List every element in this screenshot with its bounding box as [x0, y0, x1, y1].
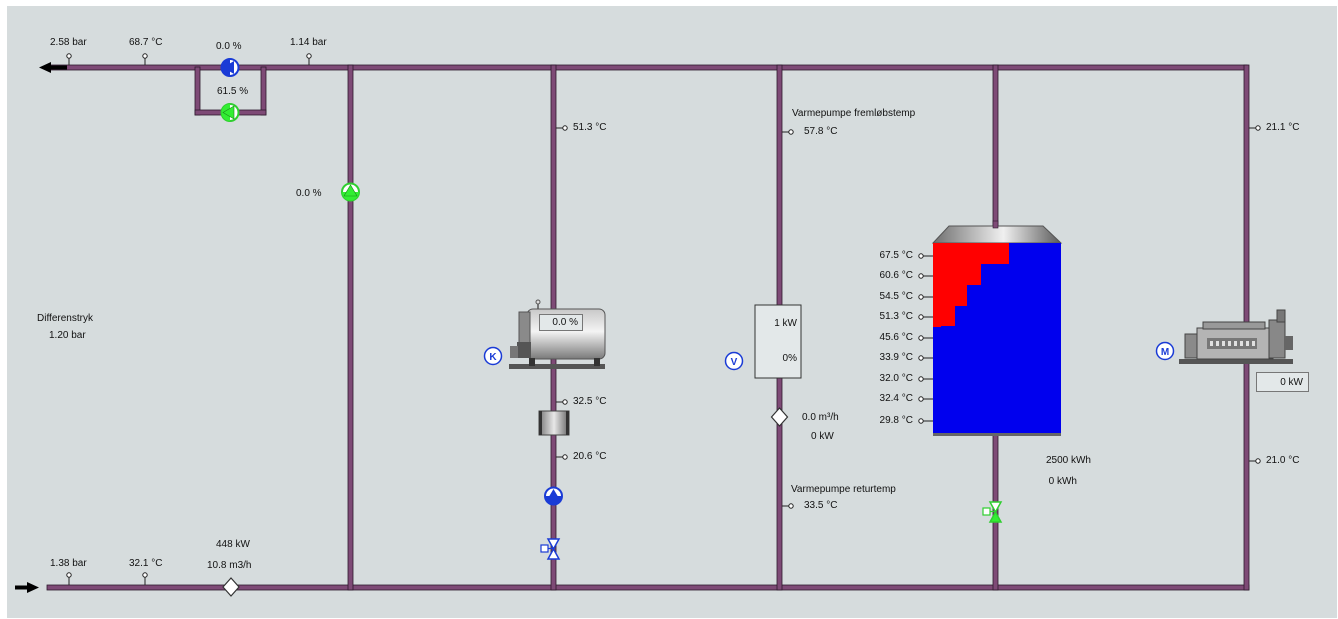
heat-pump-power: 1 kW: [774, 318, 797, 329]
tank-temp-5: 45.6 °C: [879, 332, 913, 343]
tank-sensors: [918, 253, 933, 424]
temperature-sensor-icon: [782, 129, 794, 135]
supply-pressure: 2.58 bar: [50, 37, 87, 48]
heat-pump-box[interactable]: [754, 304, 802, 379]
return-pressure: 1.38 bar: [50, 558, 87, 569]
engine-power-display: 0 kW: [1256, 372, 1309, 392]
branch-pump-icon[interactable]: [341, 182, 360, 202]
boiler-valve-icon[interactable]: [540, 538, 561, 560]
return-flow: 10.8 m3/h: [207, 560, 252, 571]
boiler-pump-icon[interactable]: [544, 486, 563, 506]
engine-icon[interactable]: [1179, 309, 1293, 364]
bypass-loop-right: [260, 66, 267, 116]
heat-pump-supply-temp: 57.8 °C: [804, 126, 838, 137]
pipe-network: K V M: [15, 53, 1293, 597]
hot-layer: [933, 243, 1009, 327]
heat-pump-supply-label: Varmepumpe fremløbstemp: [792, 108, 916, 119]
heat-pump-return-label: Varmepumpe returtemp: [791, 484, 896, 495]
svg-text:K: K: [489, 352, 497, 363]
bypass-loop-pump-speed: 61.5 %: [217, 86, 249, 97]
pressure-sensor-icon: [66, 572, 72, 585]
tank-temp-7: 32.0 °C: [879, 373, 913, 384]
bypass-branch-pipe: [347, 64, 354, 591]
tank-temp-8: 32.4 °C: [879, 393, 913, 404]
heat-pump-flow: 0.0 m³/h: [802, 412, 839, 423]
supply-temperature: 68.7 °C: [129, 37, 163, 48]
return-power: 448 kW: [216, 539, 250, 550]
expansion-vessel-icon: [538, 410, 570, 436]
heat-pump-return-temp: 33.5 °C: [804, 500, 838, 511]
temperature-sensor-icon: [556, 125, 568, 131]
supply-pressure-after-pump: 1.14 bar: [290, 37, 327, 48]
tank-temp-1: 67.5 °C: [879, 250, 913, 261]
tank-supply-pipe: [992, 64, 999, 243]
tank-temp-3: 54.5 °C: [879, 291, 913, 302]
arrow-right-icon: [15, 582, 39, 593]
flow-meter-icon: [770, 407, 789, 427]
flow-meter-icon: [222, 577, 240, 597]
boiler-outlet-temp: 32.5 °C: [573, 396, 607, 407]
return-temperature: 32.1 °C: [129, 558, 163, 569]
main-pump-icon[interactable]: [220, 58, 240, 77]
main-pump-speed: 0.0 %: [216, 41, 242, 52]
svg-text:V: V: [731, 357, 738, 368]
bypass-loop-left: [194, 66, 201, 116]
arrow-left-icon: [39, 62, 67, 73]
boiler-supply-temp: 51.3 °C: [573, 122, 607, 133]
heat-pump-badge: V: [724, 351, 744, 371]
boiler-return-temp: 20.6 °C: [573, 451, 607, 462]
tank-temp-6: 33.9 °C: [879, 352, 913, 363]
temperature-sensor-icon: [782, 503, 794, 509]
heat-pump-load: 0%: [782, 353, 797, 364]
tank-temp-9: 29.8 °C: [879, 415, 913, 426]
pressure-sensor-icon: [306, 53, 312, 65]
heat-pump-flow-power: 0 kW: [811, 431, 834, 442]
temperature-sensor-icon: [1249, 458, 1261, 464]
process-diagram: K V M 2.58 bar 68.7 °C 0.0 % 1.14 bar 61…: [7, 6, 1337, 618]
temperature-sensor-icon: [142, 572, 148, 585]
engine-supply-temp: 21.1 °C: [1266, 122, 1300, 133]
engine-badge: M: [1155, 341, 1175, 361]
pressure-sensor-icon: [66, 53, 72, 65]
boiler-icon[interactable]: [509, 299, 606, 369]
tank-stored-energy: 0 kWh: [1048, 476, 1077, 487]
tank-temp-2: 60.6 °C: [879, 270, 913, 281]
svg-text:M: M: [1161, 347, 1169, 358]
differential-label: Differenstryk: [37, 313, 93, 324]
tank-valve-icon[interactable]: [982, 501, 1003, 523]
branch-pump-speed: 0.0 %: [296, 188, 322, 199]
temperature-sensor-icon: [556, 454, 568, 460]
temperature-sensor-icon: [556, 399, 568, 405]
tank-capacity: 2500 kWh: [1045, 455, 1091, 466]
storage-tank-icon[interactable]: [931, 220, 1063, 436]
temperature-sensor-icon: [142, 53, 148, 65]
bypass-pump-icon[interactable]: [220, 103, 240, 122]
engine-return-temp: 21.0 °C: [1266, 455, 1300, 466]
boiler-badge: K: [483, 346, 503, 366]
temperature-sensor-icon: [1249, 125, 1261, 131]
boiler-load-display: 0.0 %: [539, 314, 583, 331]
differential-value: 1.20 bar: [49, 330, 86, 341]
pipes: [46, 64, 1250, 591]
tank-temp-4: 51.3 °C: [879, 311, 913, 322]
